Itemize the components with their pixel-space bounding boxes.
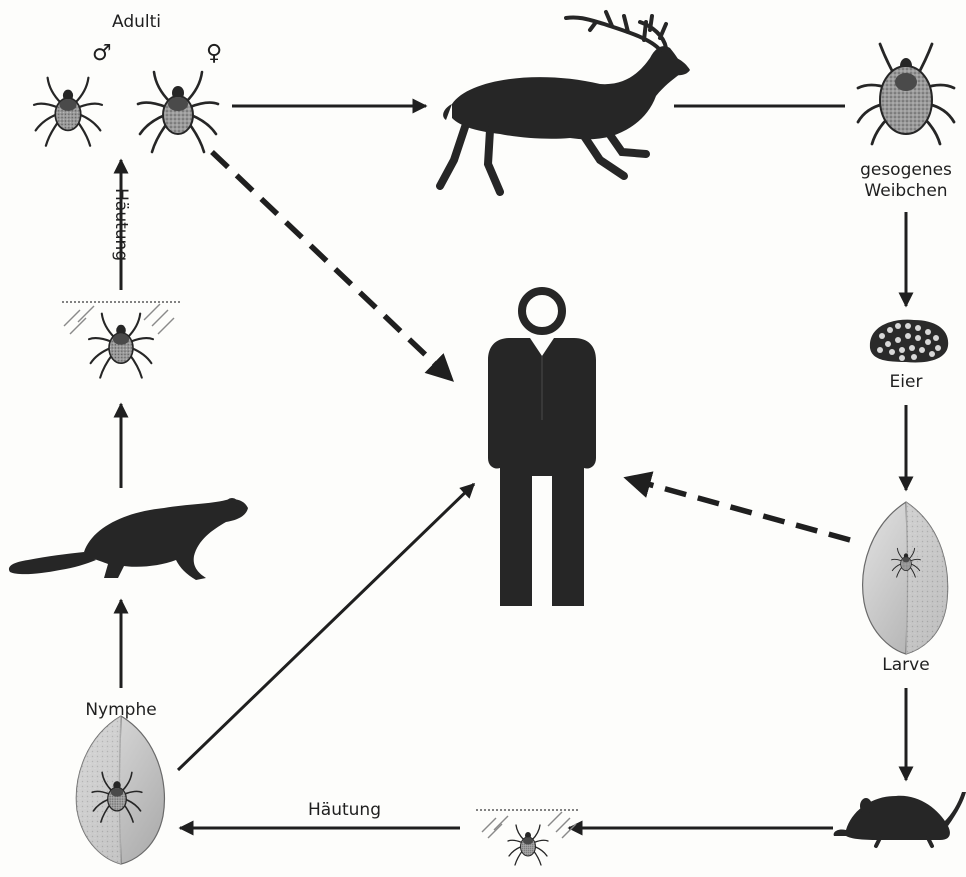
nymph-label: Nymphe — [72, 700, 170, 721]
male-symbol: ♂ — [92, 40, 112, 68]
larva-label: Larve — [871, 655, 941, 676]
arrow-nymph-to-human — [178, 484, 474, 770]
engorged-label-line2: Weibchen — [856, 181, 956, 202]
dashed-arrow-larva-to-human — [626, 478, 850, 540]
molt-label-left: Häutung — [110, 188, 131, 261]
engorged-female-label: gesogenes Weibchen — [856, 160, 956, 203]
human-icon — [488, 291, 596, 606]
deer-icon — [440, 12, 690, 192]
engorged-label-line1: gesogenes — [856, 160, 956, 181]
molt-label-bottom: Häutung — [308, 800, 381, 821]
molting-larva-icon — [476, 810, 580, 865]
dashed-arrow-adult-to-human — [212, 152, 452, 380]
larva-leaf-icon — [863, 502, 948, 654]
adults-label: Adulti — [112, 12, 161, 33]
eggs-label: Eier — [876, 372, 936, 393]
molting-nymph-icon — [62, 302, 180, 378]
nymph-leaf-icon — [76, 716, 164, 864]
marten-icon — [9, 498, 248, 580]
female-symbol: ♀ — [206, 40, 222, 68]
mouse-icon — [834, 792, 966, 846]
engorged-tick-icon — [858, 44, 954, 144]
egg-cluster-icon — [870, 320, 948, 363]
adult-male-tick-icon — [34, 78, 102, 146]
adult-female-tick-icon — [138, 72, 218, 152]
